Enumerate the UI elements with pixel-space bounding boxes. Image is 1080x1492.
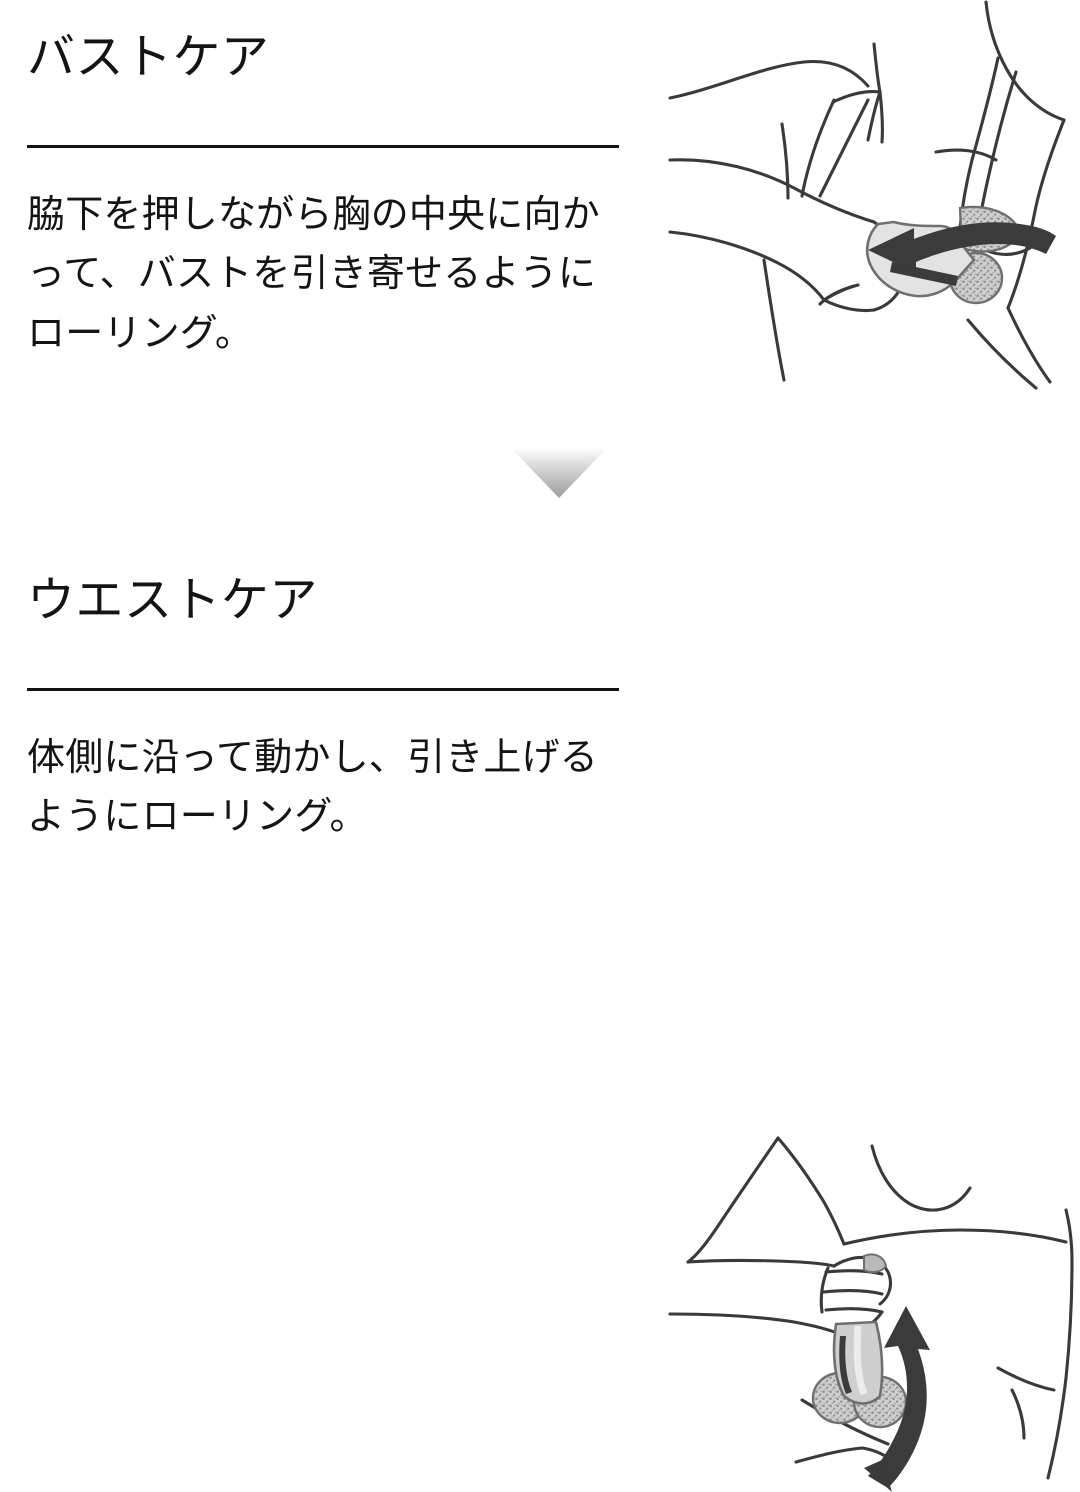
section-waist-care: ウエストケア 体側に沿って動かし、引き上げるようにローリング。 — [0, 545, 1080, 1492]
waist-care-description: 体側に沿って動かし、引き上げるようにローリング。 — [27, 737, 598, 839]
bust-care-description: 脇下を押しながら胸の中央に向かって、バストを引き寄せるようにローリング。 — [27, 194, 600, 355]
section-bust-care: バストケア 脇下を押しながら胸の中央に向かって、バストを引き寄せるようにローリン… — [0, 0, 1080, 440]
waist-care-divider-rule — [27, 688, 619, 691]
down-arrow-divider — [512, 449, 606, 498]
bust-care-illustration — [668, 0, 1080, 398]
waist-care-illustration — [668, 1110, 1080, 1492]
bust-care-title: バストケア — [27, 31, 270, 84]
bust-care-divider-rule — [27, 145, 619, 148]
waist-care-title: ウエストケア — [27, 574, 318, 627]
